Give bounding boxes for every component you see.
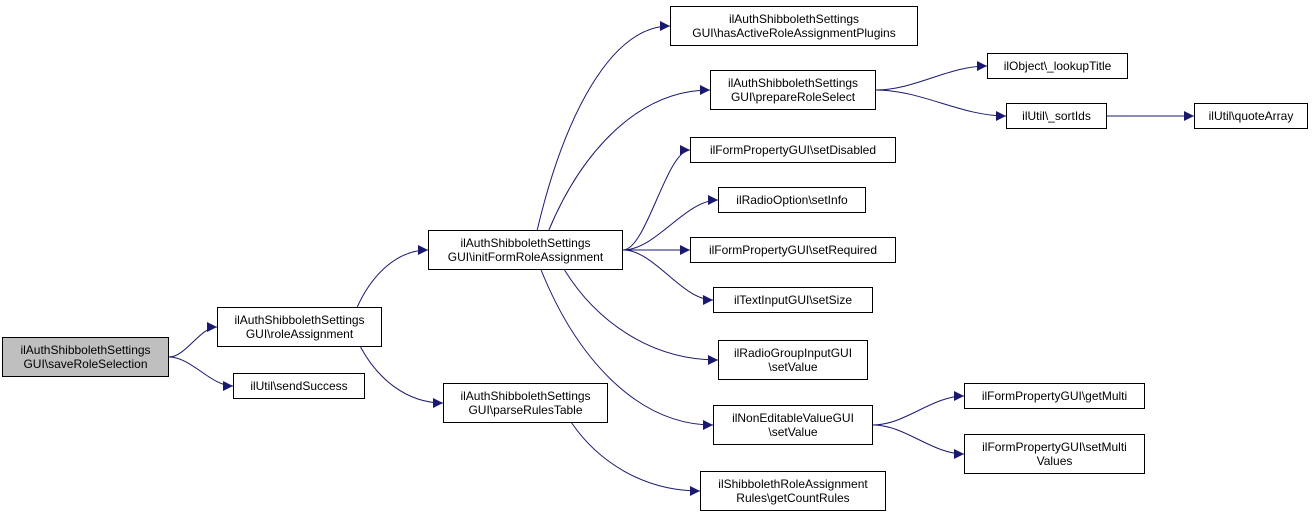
node-quote-array[interactable]: ilUtil\quoteArray bbox=[1194, 103, 1308, 129]
node-get-multi[interactable]: ilFormPropertyGUI\getMulti bbox=[964, 383, 1145, 409]
edge-initFormRoleAssignment-to-setDisabled bbox=[622, 145, 691, 251]
node-set-info[interactable]: ilRadioOption\setInfo bbox=[718, 187, 866, 213]
edge-initFormRoleAssignment-to-setInfo bbox=[622, 195, 719, 251]
edge-initFormRoleAssignment-to-setSize bbox=[622, 249, 714, 305]
edge-roleAssignment-to-parseRulesTable bbox=[360, 346, 444, 408]
edge-nonEditSetValue-to-setMultiValues bbox=[872, 424, 965, 459]
node-non-editable-set-value[interactable]: ilNonEditableValueGUI\setValue bbox=[713, 405, 873, 445]
edge-prepareRoleSelect-to-sortIds bbox=[875, 89, 1007, 121]
node-radio-group-set-value[interactable]: ilRadioGroupInputGUI\setValue bbox=[718, 340, 868, 380]
edge-saveRoleSelection-to-sendSuccess bbox=[168, 356, 234, 391]
node-set-disabled[interactable]: ilFormPropertyGUI\setDisabled bbox=[690, 137, 896, 163]
edge-roleAssignment-to-initFormRoleAssignment bbox=[356, 245, 429, 308]
node-set-required[interactable]: ilFormPropertyGUI\setRequired bbox=[690, 237, 896, 263]
edge-saveRoleSelection-to-roleAssignment bbox=[168, 322, 218, 358]
edge-prepareRoleSelect-to-lookupTitle bbox=[875, 61, 988, 91]
node-send-success[interactable]: ilUtil\sendSuccess bbox=[233, 373, 365, 399]
edge-initFormRoleAssignment-to-prepareRoleSelect bbox=[548, 85, 711, 231]
edge-initFormRoleAssignment-to-nonEditSetValue bbox=[540, 269, 714, 430]
node-lookup-title[interactable]: ilObject\_lookupTitle bbox=[987, 53, 1128, 79]
edge-parseRulesTable-to-getCountRules bbox=[571, 422, 701, 496]
node-sort-ids[interactable]: ilUtil\_sortIds bbox=[1006, 103, 1107, 129]
edge-nonEditSetValue-to-getMulti bbox=[872, 391, 965, 426]
edge-initFormRoleAssignment-to-radioSetValue bbox=[564, 269, 719, 365]
edge-initFormRoleAssignment-to-hasActiveRoleAssignmentPlugins bbox=[536, 21, 671, 231]
node-set-size[interactable]: ilTextInputGUI\setSize bbox=[713, 287, 873, 313]
